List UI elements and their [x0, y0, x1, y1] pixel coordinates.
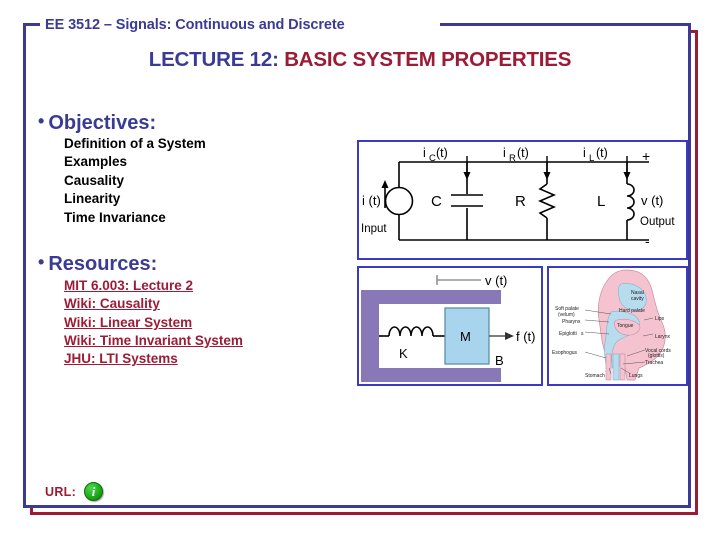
svg-text:i: i: [503, 146, 506, 160]
svg-text:C: C: [429, 153, 436, 164]
branch-label-ic: i C (t): [423, 146, 448, 164]
circuit-source-label: i (t): [362, 193, 381, 208]
label-hard-palate: Hard palate: [619, 308, 645, 314]
label-nasal-1: Nasal: [631, 290, 644, 296]
leader-lines: [584, 309, 654, 375]
list-item: Causality: [64, 172, 125, 188]
spring-symbol: [379, 326, 445, 337]
circuit-input-label: Input: [361, 223, 387, 235]
label-larynx: Larynx: [655, 334, 671, 340]
objectives-heading: •Objectives:: [38, 112, 206, 134]
branch-label-ir: i R (t): [503, 146, 529, 164]
list-item: JHU: LTI Systems: [64, 350, 243, 368]
list-item: Examples: [64, 154, 128, 170]
ir-arrowhead: [543, 172, 551, 180]
force-arrowhead: [505, 332, 514, 340]
url-row: URL: i: [45, 482, 104, 501]
vocal-tract-panel: Nasal cavity Hard palate Soft palate (ve…: [547, 266, 688, 386]
page-title-subject: BASIC SYSTEM PROPERTIES: [278, 48, 572, 71]
label-epiglottis: Epiglotti: [559, 331, 577, 337]
mass-label: M: [460, 329, 471, 344]
label-vocal-cords-2: (glottis): [648, 353, 665, 359]
rlc-circuit-diagram: i (t) Input i C (t) i R (t) i L (t): [361, 146, 675, 249]
rlc-circuit-panel: i (t) Input i C (t) i R (t) i L (t): [357, 140, 688, 260]
wall-bracket: [361, 290, 501, 382]
branch-label-il: i L (t): [583, 146, 608, 164]
ic-arrowhead: [463, 172, 471, 180]
spring-label: K: [399, 346, 408, 361]
output-label: Output: [640, 216, 675, 228]
polarity-plus: +: [642, 148, 650, 164]
svg-text:L: L: [589, 153, 594, 164]
label-stomach: Stomach: [585, 373, 605, 379]
polarity-minus: -: [645, 233, 650, 249]
label-vocal-cords-1: Vocal cords: [645, 348, 671, 354]
label-epiglottis-s: s: [581, 331, 584, 337]
label-lips: Lips: [655, 316, 665, 322]
url-label: URL:: [45, 484, 77, 499]
bullet-dot-icon: •: [38, 111, 45, 131]
frame-blue-outline: [23, 23, 691, 508]
source-arrowhead: [381, 180, 389, 188]
output-voltage-label: v (t): [641, 193, 663, 208]
svg-text:(t): (t): [596, 146, 608, 160]
label-nasal-2: cavity: [631, 296, 644, 302]
resources-link-list: MIT 6.003: Lecture 2 Wiki: Causality Wik…: [64, 277, 243, 369]
mass-spring-damper-panel: v (t) K M f (t) B: [357, 266, 543, 386]
nasal-cavity-shape: [617, 283, 647, 311]
resource-link-wiki-causality[interactable]: Wiki: Causality: [64, 296, 160, 312]
list-item: MIT 6.003: Lecture 2: [64, 277, 243, 295]
label-pharynx: Pharynx: [562, 319, 581, 325]
resources-heading: •Resources:: [38, 253, 243, 275]
svg-text:(t): (t): [436, 146, 448, 160]
list-item: Time Invariance: [64, 209, 166, 225]
svg-text:R: R: [509, 153, 516, 164]
mass-spring-damper-diagram: v (t) K M f (t) B: [361, 273, 536, 382]
list-item: Definition of a System: [64, 136, 206, 151]
label-esophogus: Esophogus: [552, 350, 578, 356]
list-item: Wiki: Linear System: [64, 314, 243, 332]
label-lungs: Lungs: [629, 373, 643, 379]
objectives-heading-text: Objectives:: [48, 112, 157, 134]
resistor-label: R: [515, 193, 526, 210]
capacitor-label: C: [431, 193, 442, 210]
vocal-tract-diagram: Nasal cavity Hard palate Soft palate (ve…: [552, 269, 671, 381]
tongue-shape: [614, 318, 641, 336]
label-soft-palate-1: Soft palate: [555, 306, 579, 312]
svg-text:i: i: [583, 146, 586, 160]
svg-text:(t): (t): [517, 146, 529, 160]
label-soft-palate-2: (velum): [558, 312, 575, 318]
page-title-lecture: LECTURE 12:: [148, 48, 279, 71]
bullet-dot-icon: •: [38, 252, 45, 272]
list-item: Wiki: Causality: [64, 295, 243, 313]
il-arrowhead: [623, 172, 631, 180]
info-icon[interactable]: i: [84, 482, 104, 501]
trachea-esophagus-shapes: [605, 353, 626, 381]
resource-link-wiki-linear-system[interactable]: Wiki: Linear System: [64, 314, 193, 330]
list-item: Linearity: [64, 191, 121, 207]
list-item: Wiki: Time Invariant System: [64, 332, 243, 350]
objectives-list: Definition of a System Examples Causalit…: [64, 135, 206, 227]
inductor-label: L: [597, 193, 605, 210]
force-label: f (t): [516, 329, 536, 344]
velocity-label: v (t): [485, 273, 507, 288]
resources-block: •Resources: MIT 6.003: Lecture 2 Wiki: C…: [38, 253, 243, 369]
resources-heading-text: Resources:: [48, 253, 158, 275]
svg-text:i: i: [423, 146, 426, 160]
label-trachea: Trachea: [645, 360, 663, 366]
course-header: EE 3512 – Signals: Continuous and Discre…: [45, 17, 349, 33]
label-tongue: Tongue: [617, 323, 634, 329]
resource-link-jhu-lti[interactable]: JHU: LTI Systems: [64, 351, 178, 367]
resource-link-mit[interactable]: MIT 6.003: Lecture 2: [64, 278, 194, 293]
damper-label: B: [495, 353, 504, 368]
resource-link-wiki-time-invariant[interactable]: Wiki: Time Invariant System: [64, 333, 243, 349]
page-title: LECTURE 12: BASIC SYSTEM PROPERTIES: [0, 48, 720, 72]
objectives-block: •Objectives: Definition of a System Exam…: [38, 112, 206, 227]
